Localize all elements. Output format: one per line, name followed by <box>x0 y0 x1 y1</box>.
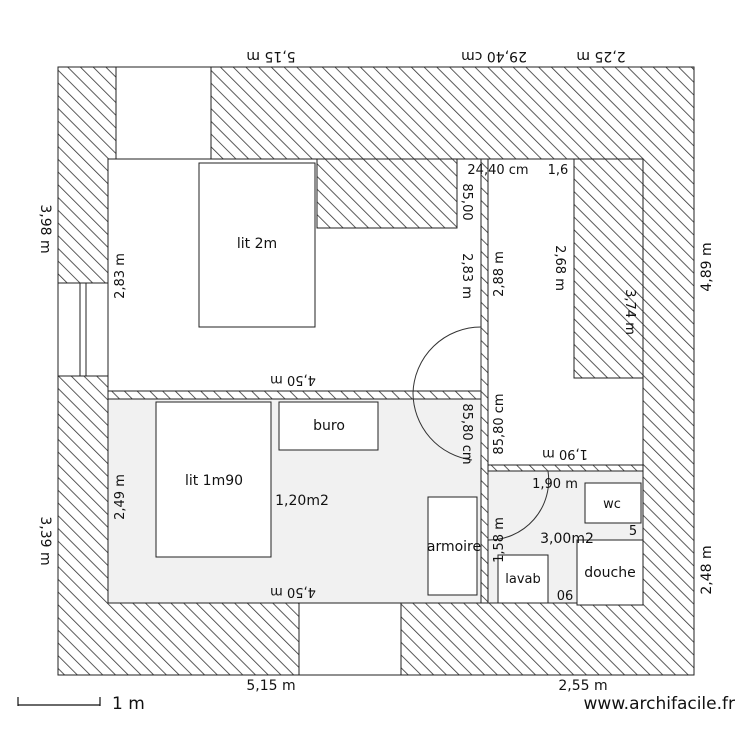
desk <box>278 401 379 451</box>
closet-right <box>573 158 644 379</box>
dim-bath-width: 1,90 m <box>532 477 578 492</box>
sink-fixture <box>497 554 549 604</box>
desk-label: buro <box>313 418 345 434</box>
left-window-opening <box>57 282 109 377</box>
wardrobe-label: armoire <box>427 539 481 555</box>
area-bath-label: 3,00m2 <box>540 531 594 547</box>
dim-left-upper: 3,98 m <box>37 204 53 253</box>
bed-2m <box>198 162 316 328</box>
dim-bottom-left: 5,15 m <box>246 678 295 694</box>
wc-fixture <box>584 482 642 524</box>
partition-horizontal-left <box>107 390 482 400</box>
dim-right-room-width: 1,90 m <box>542 446 588 461</box>
dim-room1-height: 2,83 m <box>113 253 128 299</box>
dim-room2-width: 4,50 m <box>270 584 316 599</box>
dim-top-right: 2,25 m <box>576 48 625 64</box>
watermark: www.archifacile.fr <box>584 694 735 714</box>
dim-bath-gap: 1,58 m <box>492 517 507 563</box>
area-bedroom-2-label: 1,20m2 <box>275 493 329 509</box>
top-window-opening <box>115 66 212 160</box>
scale-bar-label: 1 m <box>112 694 145 714</box>
bed-2m-label: lit 2m <box>237 236 277 252</box>
dim-room1-height-right: 2,83 m <box>459 253 474 299</box>
door-swing-main <box>412 326 482 461</box>
dim-top-mid: 29,40 cm <box>461 48 527 64</box>
shower-fixture <box>576 539 644 606</box>
dim-small-06: 06 <box>557 589 574 604</box>
partition-horizontal-right <box>487 464 644 472</box>
sink-label: lavab <box>505 572 541 587</box>
dim-corridor-height: 2,88 m <box>492 251 507 297</box>
partition-vertical <box>480 158 489 604</box>
door-swing-bath <box>487 470 550 541</box>
dim-room2-height: 2,49 m <box>113 474 128 520</box>
bottom-door-opening <box>298 602 402 676</box>
wardrobe <box>427 496 478 596</box>
dim-top-left: 5,15 m <box>246 48 295 64</box>
dim-door-width-right: 85,80 cm <box>492 393 507 454</box>
wc-label: wc <box>603 497 621 512</box>
dim-right-room-tall: 3,74 m <box>622 289 637 335</box>
dim-bottom-right: 2,55 m <box>558 678 607 694</box>
dim-door-width-left: 85,80 cm <box>459 403 474 464</box>
dim-right-lower: 2,48 m <box>699 545 715 594</box>
bed-1m90 <box>155 401 272 558</box>
dim-right-upper: 4,89 m <box>699 242 715 291</box>
closet-top <box>316 158 458 229</box>
shower-label: douche <box>584 565 636 581</box>
dim-closet-width: 85,00 <box>459 183 474 220</box>
dim-room1-width: 4,50 m <box>270 372 316 387</box>
dim-left-lower: 3,39 m <box>37 516 53 565</box>
bed-1m90-label: lit 1m90 <box>185 473 243 489</box>
dim-top-small: 1,6 <box>548 163 569 178</box>
dim-right-room-height: 2,68 m <box>552 245 567 291</box>
dim-small-5: 5 <box>629 524 637 539</box>
dim-top-cm: 24,40 cm <box>467 163 528 178</box>
